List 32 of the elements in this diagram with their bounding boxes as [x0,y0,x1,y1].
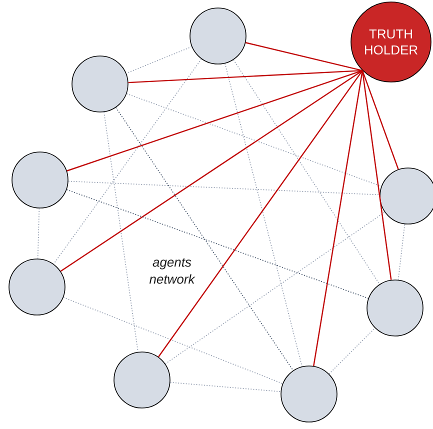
connection-line [245,42,363,72]
connection-line [115,107,294,371]
connection-line [313,70,364,366]
network-label: agents network [149,258,196,284]
connection-line [68,180,380,196]
agent-circle [366,280,424,336]
connection-line [233,59,380,285]
connection-line [66,189,369,299]
connection-line [224,63,302,367]
agent-circle [72,56,128,112]
connection-line [53,58,202,264]
agent-circle [280,366,338,422]
agent-circle [380,168,433,224]
connection-line [164,212,386,364]
connection-line [37,208,40,260]
connection-line [158,70,363,358]
agent-circle [12,152,68,208]
connection-line [128,70,362,84]
agent-circle [190,8,246,64]
connection-line [126,46,192,74]
connection-line [362,70,392,280]
connection-line [104,112,138,352]
agent-circle [114,352,170,408]
connection-line [362,70,399,170]
connection-line [398,224,406,280]
connection-line [126,93,382,187]
connection-line [328,328,376,374]
connection-line [66,70,363,172]
connection-line [60,70,363,272]
connection-line [62,296,284,384]
agent-circle [8,258,66,316]
connection-line [170,382,282,392]
